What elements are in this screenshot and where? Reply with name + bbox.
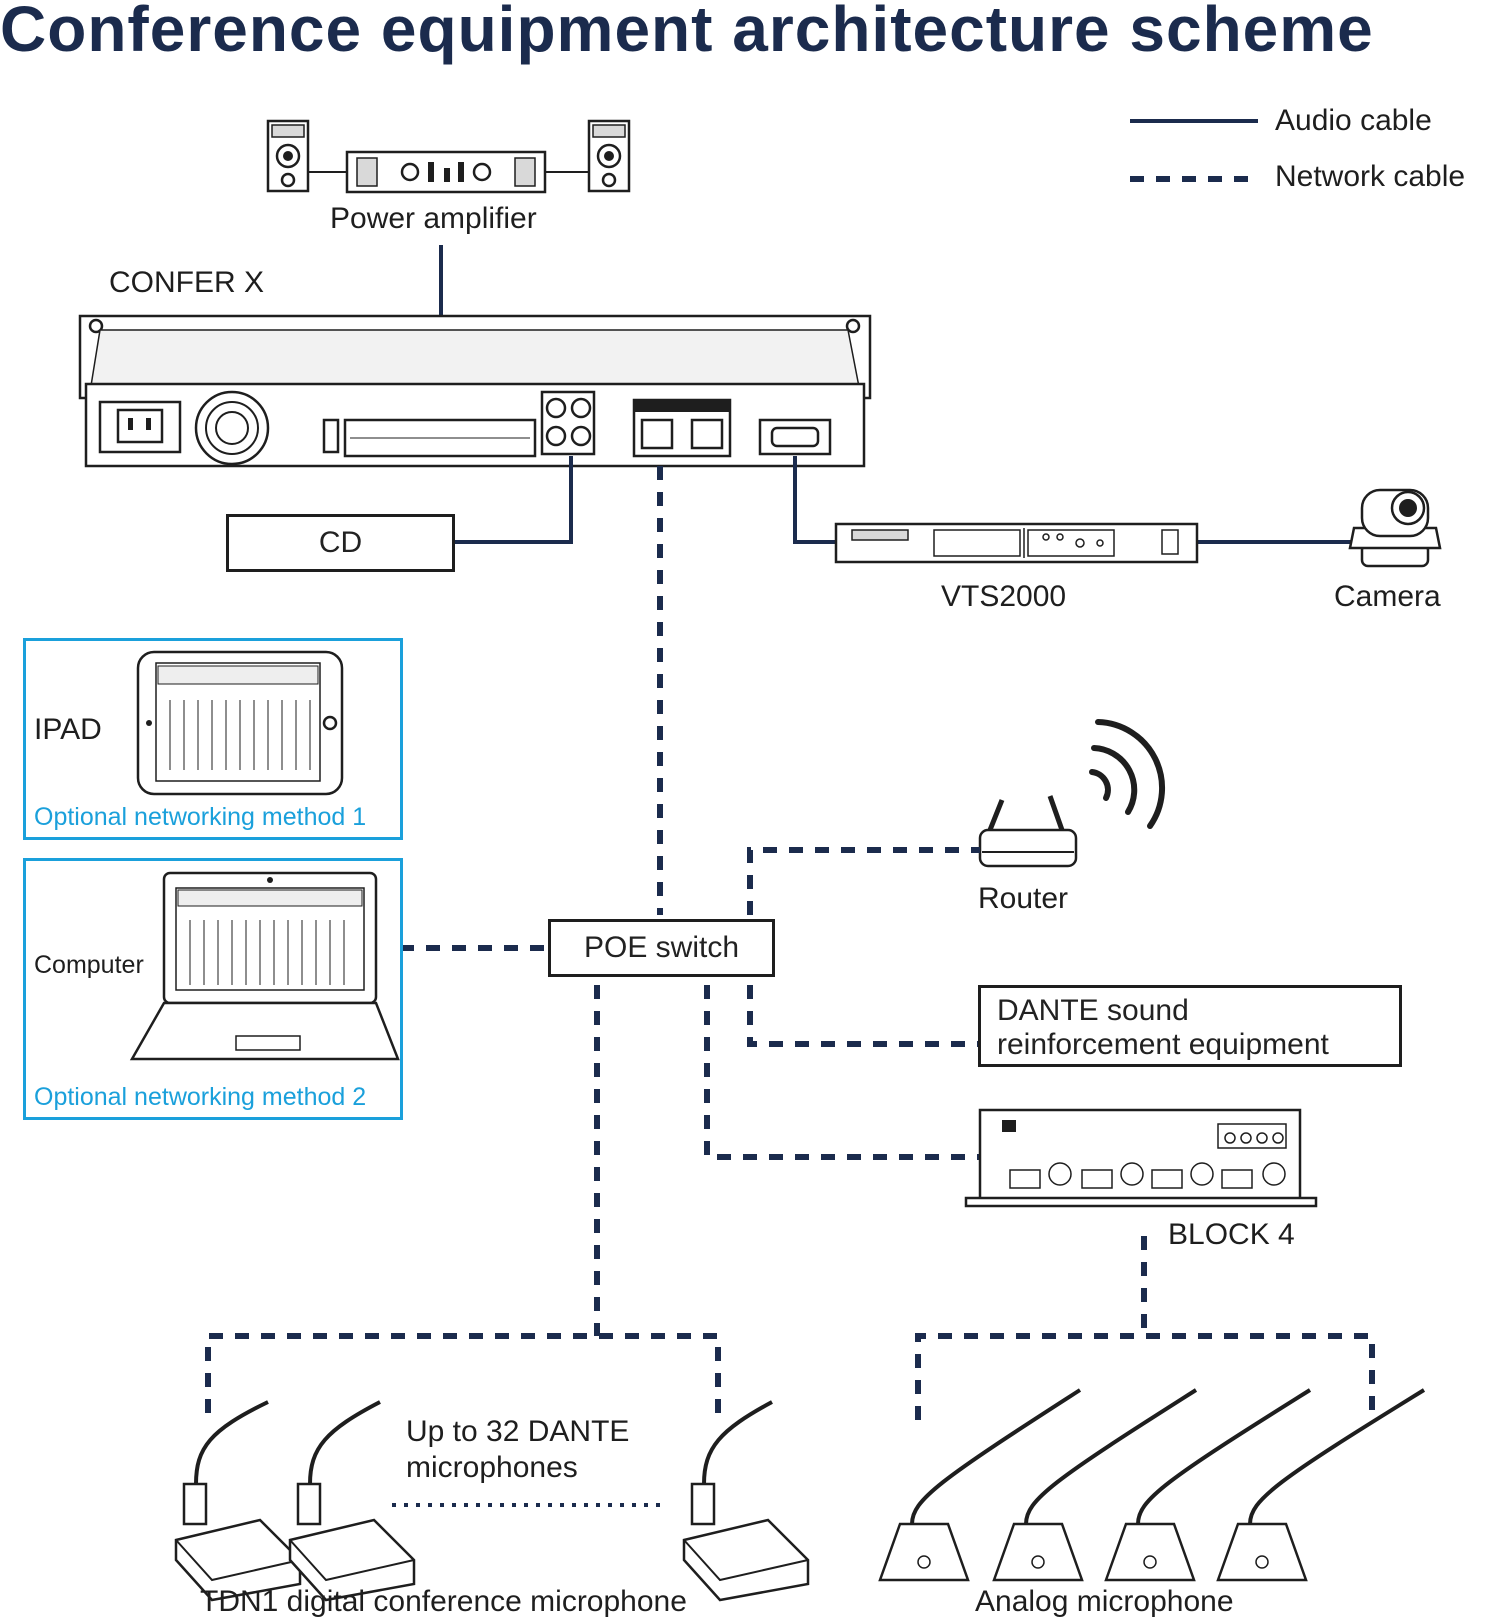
block4-label: BLOCK 4 <box>1168 1218 1295 1251</box>
vts2000-label: VTS2000 <box>941 580 1067 613</box>
camera-icon <box>1348 488 1442 568</box>
dante-equipment-label-line1: DANTE sound <box>997 994 1189 1027</box>
vts2000-icon <box>834 522 1199 564</box>
poe-switch-label: POE switch <box>583 931 740 964</box>
laptop-icon <box>129 871 400 1061</box>
tdn1-microphone-icon-3 <box>682 1400 810 1602</box>
camera-label: Camera <box>1334 580 1441 613</box>
analog-microphone-icon-2 <box>992 1388 1198 1582</box>
tdn1-label: TDN1 digital conference microphone <box>200 1585 687 1618</box>
cd-box: CD <box>226 514 455 572</box>
dante-equipment-box: DANTE sound reinforcement equipment <box>978 985 1402 1067</box>
tdn1-microphone-icon-2 <box>288 1400 416 1602</box>
confer-x-label: CONFER X <box>109 266 265 299</box>
cd-label: CD <box>318 526 363 559</box>
dante-equipment-label-line2: reinforcement equipment <box>997 1028 1329 1061</box>
tdn1-microphone-icon-1 <box>174 1400 302 1602</box>
router-icon <box>978 795 1078 868</box>
analog-microphone-icon-4 <box>1216 1388 1426 1582</box>
ipad-icon <box>136 650 344 796</box>
confer-x-icon <box>78 314 872 468</box>
analog-mic-label: Analog microphone <box>975 1585 1234 1618</box>
optional-networking-box-1: IPAD Optional networking method 1 <box>23 638 403 840</box>
computer-label: Computer <box>34 951 144 979</box>
power-amplifier-label: Power amplifier <box>330 202 537 235</box>
wifi-signal-icon <box>1089 719 1166 829</box>
option1-label: Optional networking method 1 <box>34 803 367 831</box>
analog-microphone-icon-3 <box>1104 1388 1312 1582</box>
ipad-label: IPAD <box>34 713 102 746</box>
right-speaker-icon <box>587 119 631 193</box>
page-title: Conference equipment architecture scheme <box>0 0 1374 65</box>
router-label: Router <box>978 882 1069 915</box>
block4-icon <box>964 1108 1318 1208</box>
legend-audio-label: Audio cable <box>1275 104 1432 137</box>
dante-mics-label-line2: microphones <box>406 1451 578 1484</box>
dante-mics-label-line1: Up to 32 DANTE <box>406 1415 630 1448</box>
poe-switch-box: POE switch <box>548 919 775 977</box>
analog-microphone-icon-1 <box>878 1388 1082 1582</box>
optional-networking-box-2: Computer Optional networking method 2 <box>23 858 403 1120</box>
left-speaker-icon <box>266 119 310 193</box>
legend-network-label: Network cable <box>1275 160 1466 193</box>
option2-label: Optional networking method 2 <box>34 1083 367 1111</box>
power-amplifier-icon <box>345 150 547 194</box>
